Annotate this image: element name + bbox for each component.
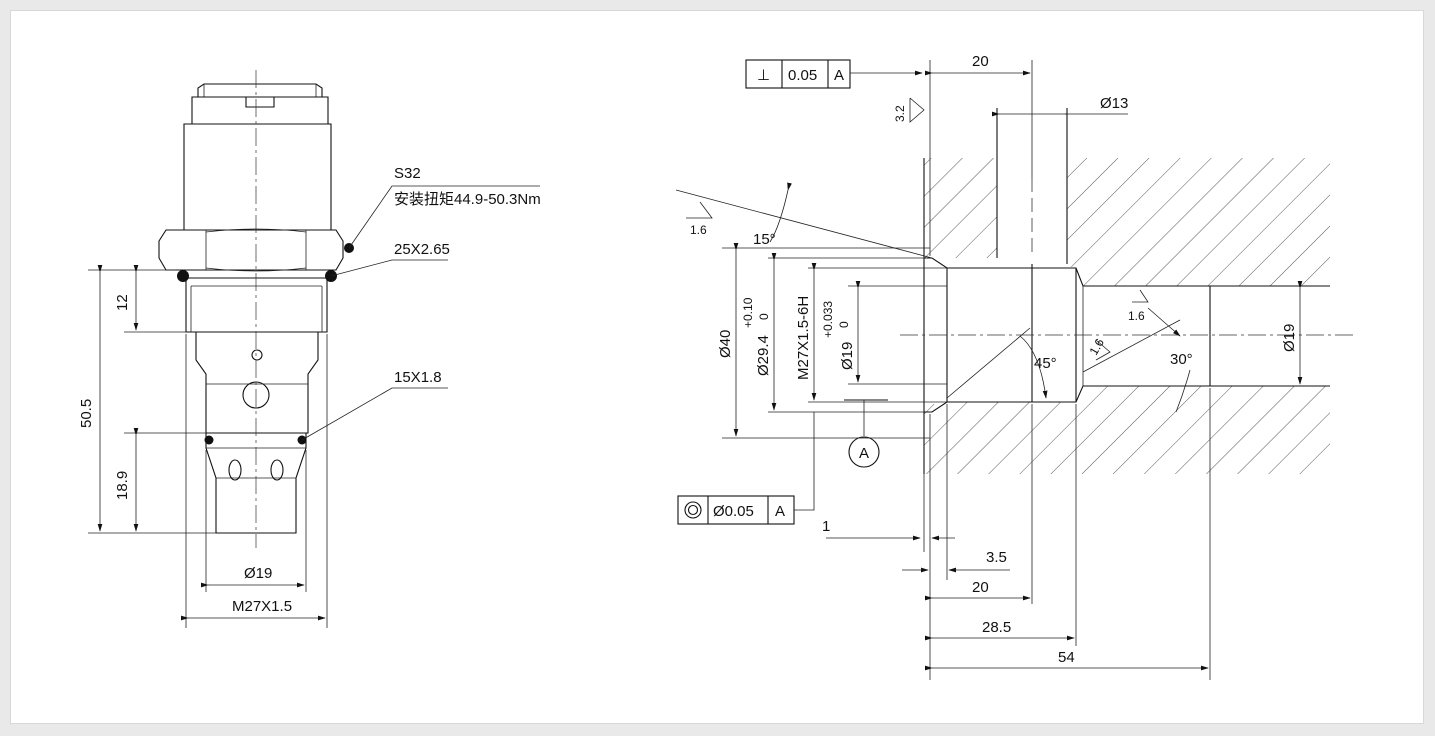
drawing-frame xyxy=(10,10,1424,724)
hatch-lower xyxy=(924,386,1330,474)
dim-54: 54 xyxy=(1058,649,1075,666)
thread-section xyxy=(185,277,328,333)
dim-18-9: 18.9 xyxy=(114,471,131,500)
dim-3-5: 3.5 xyxy=(986,549,1007,566)
tip-port-right xyxy=(270,459,284,481)
perpendicularity-frame: ⊥ 0.05 A xyxy=(745,59,923,89)
dim-28-5: 28.5 xyxy=(982,619,1011,636)
hex-spec-label: S32 xyxy=(394,165,421,182)
rough-1-6-c: 1.6 xyxy=(1086,336,1107,358)
dim-d19-right: Ø19 xyxy=(1281,324,1298,352)
concentricity-frame: Ø0.05 A xyxy=(677,412,815,525)
dim-d40: Ø40 xyxy=(717,330,734,358)
datum-a-symbol xyxy=(848,436,880,468)
torque-label: 安装扭矩44.9-50.3Nm xyxy=(394,191,541,208)
cavity-section-view: ⊥ 0.05 A 20 Ø13 3.2 1.6 15° Ø40 Ø29.4 +0… xyxy=(675,53,1356,680)
screw-slot xyxy=(245,97,275,108)
angle-15: 15° xyxy=(753,231,776,248)
oring-upper-left xyxy=(177,270,189,282)
dim-1: 1 xyxy=(822,518,830,535)
angle-45: 45° xyxy=(1034,355,1057,372)
perp-datum: A xyxy=(834,67,844,84)
rough-1-6-a: 1.6 xyxy=(690,223,707,237)
oring-upper-label: 25X2.65 xyxy=(394,241,450,258)
dim-d19-left: Ø19 xyxy=(244,565,272,582)
tip-port-left xyxy=(228,459,242,481)
adjuster-cap xyxy=(197,83,323,97)
dim-thread-left: M27X1.5 xyxy=(232,598,292,615)
valve-neck xyxy=(195,332,319,434)
hex-nut xyxy=(158,229,344,271)
oring-lower-label: 15X1.8 xyxy=(394,369,442,386)
rough-3-2: 3.2 xyxy=(893,105,907,122)
valve-tip xyxy=(205,433,307,534)
perp-symbol: ⊥ xyxy=(757,67,770,84)
hatch-upper-right xyxy=(1067,158,1330,286)
valve-housing xyxy=(183,123,332,231)
pilot-orifice xyxy=(251,349,263,361)
tol-d29-4-low: 0 xyxy=(757,313,771,320)
perp-tol: 0.05 xyxy=(788,67,817,84)
rough-1-6-b: 1.6 xyxy=(1128,309,1145,323)
tol-d29-4-up: +0.10 xyxy=(741,297,755,328)
dim-d19-cavity: Ø19 xyxy=(839,342,856,370)
hatch-upper-left xyxy=(924,158,997,270)
dim-d13: Ø13 xyxy=(1100,95,1128,112)
oring-lower-left xyxy=(204,435,214,445)
dim-20-bottom: 20 xyxy=(972,579,989,596)
tol-d19-low: 0 xyxy=(837,321,851,328)
dim-thread-cavity: M27X1.5-6H xyxy=(795,296,812,380)
adjuster-body xyxy=(191,96,329,125)
dim-12: 12 xyxy=(114,294,131,311)
dim-50-5: 50.5 xyxy=(78,399,95,428)
dim-20-top: 20 xyxy=(972,53,989,70)
angle-30: 30° xyxy=(1170,351,1193,368)
cartridge-valve-view: S32 安装扭矩44.9-50.3Nm 25X2.65 15X1.8 12 50… xyxy=(78,70,541,628)
dim-d29-4: Ø29.4 xyxy=(755,335,772,376)
conc-datum: A xyxy=(775,503,785,520)
conc-tol: Ø0.05 xyxy=(713,503,754,520)
tol-d19-up: +0.033 xyxy=(821,301,835,338)
datum-a-label: A xyxy=(859,445,869,462)
